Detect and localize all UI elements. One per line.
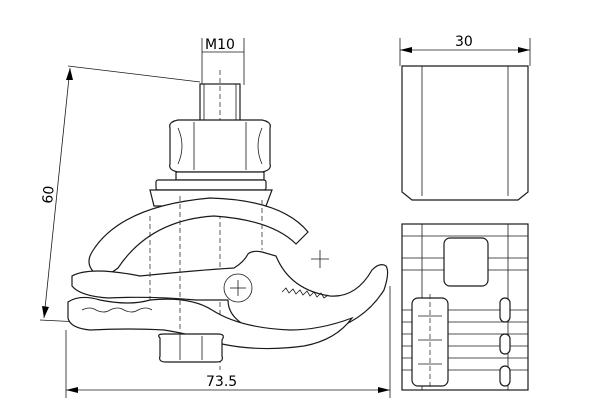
thread-label: M10 (205, 37, 235, 53)
lower-jaw (67, 296, 354, 350)
washer-lower (155, 179, 267, 191)
center-mark-b (223, 273, 253, 303)
length-label: 73.5 (206, 374, 237, 390)
side-view: 30 (399, 34, 531, 391)
height-dimension: 60 (39, 65, 201, 323)
slot-upper (499, 297, 511, 323)
slot-lower (499, 365, 511, 387)
bolt-head (158, 333, 224, 363)
length-dimension: 73.5 (65, 286, 391, 398)
height-label: 60 (40, 185, 58, 204)
middle-jaw (71, 250, 389, 336)
side-top-block (401, 65, 529, 201)
slot-middle (499, 333, 511, 355)
side-window (443, 237, 489, 287)
width-label: 30 (455, 34, 473, 50)
width-dimension: 30 (399, 34, 531, 66)
side-bolt (411, 294, 449, 390)
hex-nut (169, 119, 271, 173)
center-mark-a (311, 250, 329, 268)
thread-dimension: M10 (201, 37, 245, 85)
ratchet-teeth (281, 287, 329, 299)
front-view: M10 60 (39, 37, 391, 398)
washer-upper (175, 171, 265, 181)
